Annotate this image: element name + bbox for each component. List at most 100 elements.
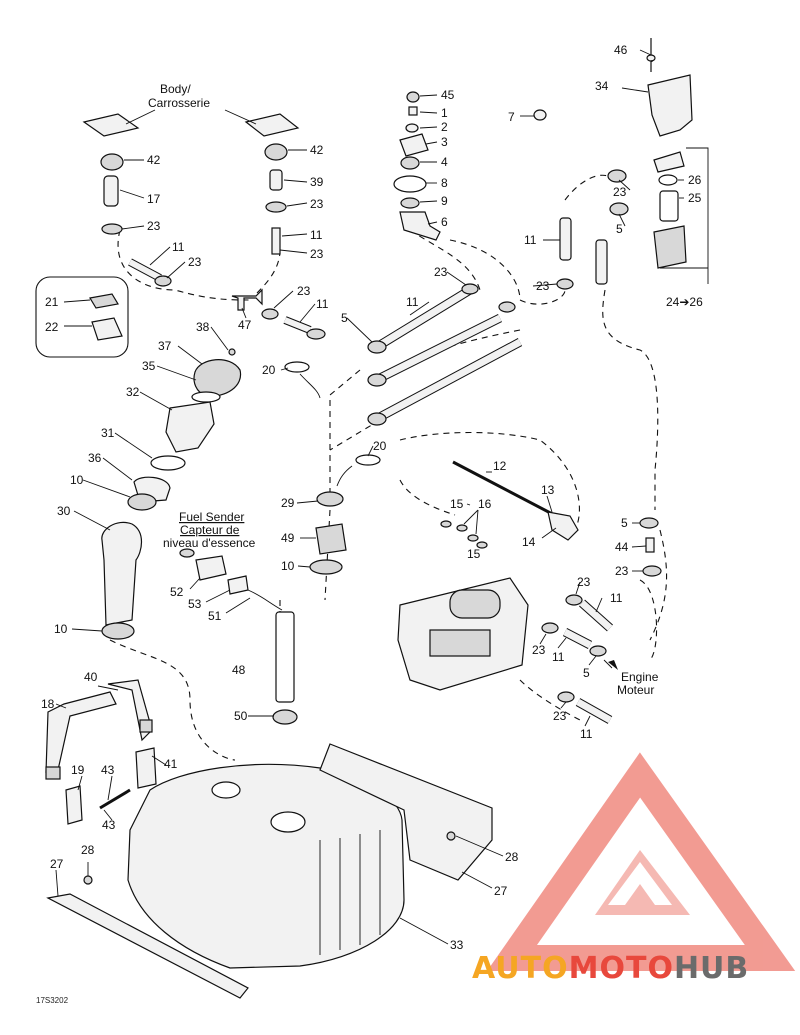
callout-23-right-side: 23 [615,564,629,578]
callout-11-carb-top: 11 [610,591,623,605]
watermark-wordmark: AUTOMOTOHUB [472,951,749,986]
callout-15-upper: 15 [450,497,464,511]
callout-14: 14 [522,535,536,549]
callout-23-left: 23 [147,219,161,233]
callout-23-right-lower: 23 [310,247,324,261]
drawing-code: 17S3202 [36,996,69,1005]
callout-34: 34 [595,79,609,93]
callout-23-carb-mid: 23 [532,643,546,657]
callout-5-carb: 5 [583,666,590,680]
callout-36: 36 [88,451,102,465]
callout-42-left: 42 [147,153,161,167]
clamp-23-left [101,223,123,235]
callout-10-sender: 10 [281,559,295,573]
valve-39 [269,169,283,191]
callout-21: 21 [45,295,59,309]
callout-5-right: 5 [621,516,628,530]
callouts: 46 34 7 45 1 2 3 4 8 9 6 42 17 23 11 23 … [41,43,702,952]
callout-49: 49 [281,531,295,545]
callout-41: 41 [164,757,178,771]
callout-3: 3 [441,135,448,149]
fuel-sender-label-line2: Capteur de [180,523,240,537]
callout-23-pump: 23 [613,185,627,199]
main-hoses [375,286,523,422]
callout-35: 35 [142,359,156,373]
t-fitting-47 [231,288,263,311]
body-label-line1: Body/ [160,82,191,96]
callout-23-tee: 23 [297,284,311,298]
callout-50: 50 [234,709,248,723]
rail-27-left [46,893,249,999]
callout-16: 16 [478,497,492,511]
watermark-logo [487,752,796,971]
callout-11-carb-low: 11 [580,727,593,741]
callout-11-center: 11 [406,295,419,309]
filler-neck-32 [165,401,215,453]
callout-9: 9 [441,194,448,208]
callout-30: 30 [57,504,71,518]
hose-routes [109,174,668,761]
callout-4: 4 [441,155,448,169]
callout-17: 17 [147,192,161,206]
grommet-42-right [264,143,288,161]
watermark-middle: MOTO [569,951,674,986]
callout-23-carb-top: 23 [577,575,591,589]
fuel-tank-33 [127,763,405,969]
clamp-23-right [265,201,287,213]
callout-40: 40 [84,670,98,684]
callout-38: 38 [196,320,210,334]
callout-23-carb-low: 23 [553,709,567,723]
grommet-42-left [100,153,124,171]
callout-22: 22 [45,320,59,334]
callout-20-lower: 20 [373,439,387,453]
callout-27-right: 27 [494,884,508,898]
callout-11-tee: 11 [316,297,329,311]
callout-44: 44 [615,540,629,554]
callout-23-center: 23 [434,265,448,279]
callout-12: 12 [493,459,507,473]
callout-26: 26 [688,173,702,187]
parts [35,38,693,999]
body-pad-right [244,113,300,137]
callout-51: 51 [208,609,222,623]
callout-23-left-lower: 23 [188,255,202,269]
callout-48: 48 [232,663,246,677]
fuel-sender-48 [275,611,295,703]
callout-11-pump: 11 [524,233,537,247]
callout-32: 32 [126,385,140,399]
callout-13: 13 [541,483,555,497]
watermark-suffix: HUB [674,951,749,986]
fuel-sender-label-line1: Fuel Sender [179,510,244,524]
callout-6: 6 [441,215,448,229]
filler-hose-30 [101,521,143,626]
callout-11-carb-mid: 11 [552,650,565,664]
inset-box [35,276,129,358]
callout-15-lower: 15 [467,547,481,561]
fuel-sender-label-line3: niveau d'essence [163,536,256,550]
callout-2: 2 [441,120,448,134]
callout-11-left: 11 [172,240,185,254]
callout-5-pump: 5 [616,222,623,236]
callout-7: 7 [508,110,515,124]
callout-39: 39 [310,175,324,189]
callout-8: 8 [441,176,448,190]
callout-19: 19 [71,763,85,777]
callout-10-upper: 10 [70,473,84,487]
callout-43-lower: 43 [102,818,116,832]
callout-31: 31 [101,426,115,440]
body-label-line2: Carrosserie [148,96,210,110]
callout-29: 29 [281,496,295,510]
callout-18: 18 [41,697,55,711]
callout-28-left: 28 [81,843,95,857]
callout-33: 33 [450,938,464,952]
callout-23-mid: 23 [536,279,550,293]
body-pad-left [82,113,140,137]
callout-28-right: 28 [505,850,519,864]
callout-1: 1 [441,106,448,120]
callout-23-right: 23 [310,197,324,211]
callout-11-right: 11 [310,228,323,242]
leader-lines [55,49,709,945]
callout-47: 47 [238,318,252,332]
